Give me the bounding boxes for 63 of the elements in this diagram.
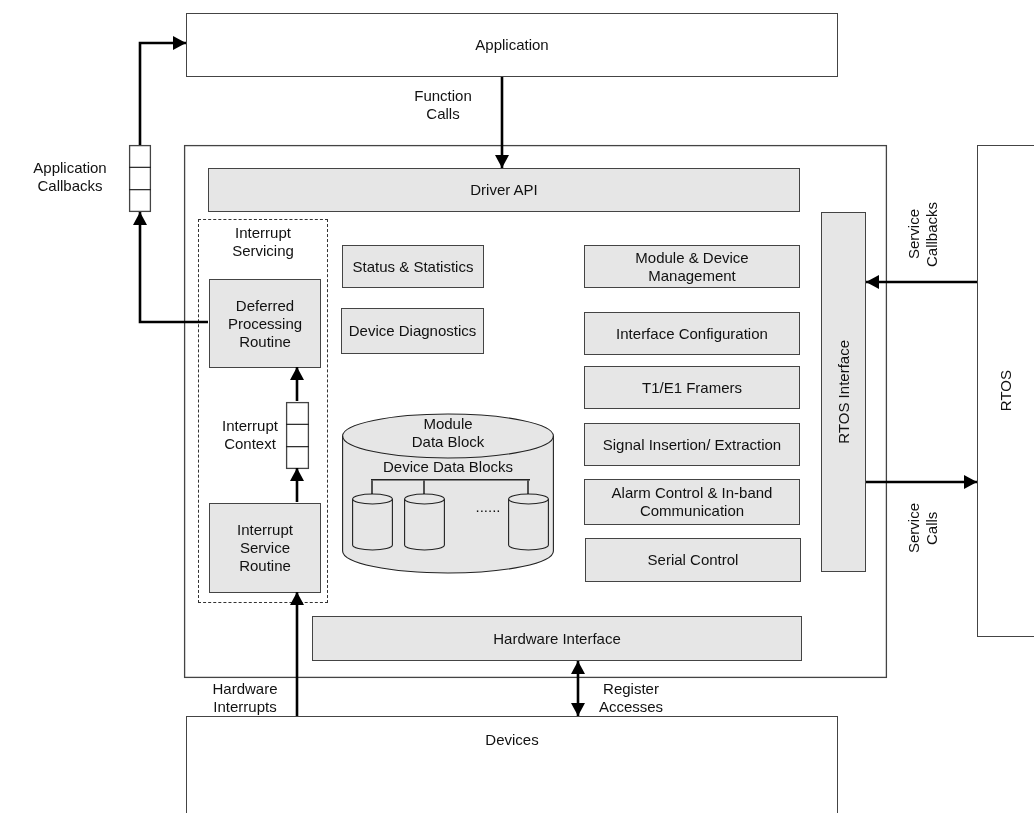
edge-label: Service Callbacks bbox=[905, 200, 941, 269]
node-label: Module Data Block bbox=[410, 415, 486, 451]
node-label: Deferred Processing Routine bbox=[226, 296, 304, 351]
node-label: Devices bbox=[485, 731, 539, 749]
node-label: Interrupt Servicing bbox=[231, 224, 295, 260]
node-label: T1/E1 Framers bbox=[642, 378, 742, 397]
node-label: Interrupt Service Routine bbox=[236, 521, 294, 575]
os-box bbox=[977, 145, 1034, 637]
node-label: Application bbox=[475, 36, 549, 54]
connector-line bbox=[527, 479, 529, 495]
node-label: RTOS bbox=[997, 370, 1015, 412]
connector-line bbox=[423, 479, 425, 495]
node-label: RTOS Interface bbox=[834, 340, 853, 444]
arrow bbox=[138, 36, 186, 145]
module-box bbox=[584, 479, 800, 525]
queue-symbol bbox=[129, 145, 151, 212]
edge-label: Hardware Interrupts bbox=[211, 680, 279, 716]
driver-boundary-box bbox=[184, 145, 887, 678]
module-box bbox=[342, 245, 484, 288]
node-label: Alarm Control & In-band Communication bbox=[610, 484, 774, 520]
node-label: Device Diagnostics bbox=[348, 322, 477, 340]
arrow bbox=[866, 275, 977, 289]
module-box bbox=[584, 366, 800, 409]
queue-symbol bbox=[286, 402, 309, 469]
arrow bbox=[571, 661, 585, 716]
database-cylinder bbox=[508, 494, 549, 550]
node-label: Interface Configuration bbox=[616, 324, 768, 343]
database-cylinder bbox=[342, 414, 554, 573]
module-box bbox=[584, 245, 800, 288]
arrow bbox=[290, 468, 304, 502]
node-label: Status & Statistics bbox=[352, 257, 474, 276]
module-box bbox=[312, 616, 802, 661]
node-sublabel: Device Data Blocks bbox=[381, 458, 515, 476]
module-box bbox=[821, 212, 866, 572]
module-box bbox=[584, 423, 800, 466]
database-cylinder bbox=[404, 494, 445, 550]
side-label: Application Callbacks bbox=[32, 159, 108, 195]
edge-label: Service Calls bbox=[905, 502, 941, 555]
arrow bbox=[290, 367, 304, 401]
arrow bbox=[866, 475, 977, 489]
ellipsis-label: ...... bbox=[474, 498, 502, 516]
device-box bbox=[186, 716, 838, 813]
database-cylinder bbox=[352, 494, 393, 550]
module-box bbox=[585, 538, 801, 582]
module-box bbox=[341, 308, 484, 354]
module-box bbox=[209, 503, 321, 593]
arrow bbox=[495, 77, 509, 168]
module-box bbox=[584, 312, 800, 355]
node-label: Hardware Interface bbox=[493, 629, 621, 648]
side-label: Interrupt Context bbox=[221, 417, 279, 453]
edge-label: Function Calls bbox=[413, 87, 473, 123]
node-label: Signal Insertion/ Extraction bbox=[602, 435, 782, 454]
module-box bbox=[208, 168, 800, 212]
node-label: Driver API bbox=[470, 181, 538, 199]
edge-label: Register Accesses bbox=[597, 680, 665, 716]
node-label: Module & Device Management bbox=[634, 248, 750, 285]
application-box bbox=[186, 13, 838, 77]
connector-line bbox=[371, 479, 373, 495]
module-box bbox=[209, 279, 321, 368]
node-label: Serial Control bbox=[647, 551, 739, 569]
group-box bbox=[198, 219, 328, 603]
arrow bbox=[290, 592, 304, 716]
arrow bbox=[133, 212, 208, 324]
